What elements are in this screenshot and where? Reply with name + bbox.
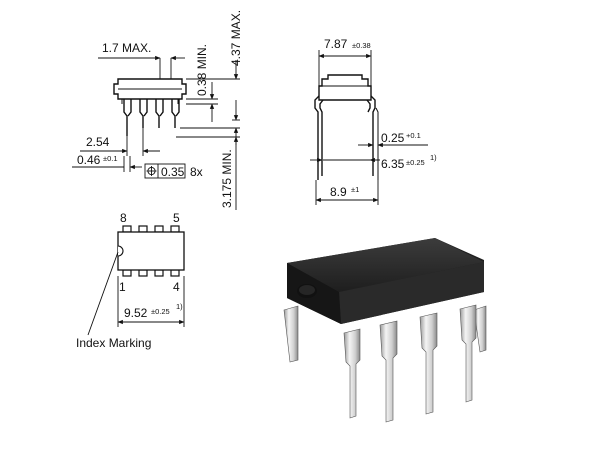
dim-0-46: 0.46 bbox=[77, 153, 101, 167]
dim-8-9: 8.9 bbox=[330, 185, 347, 199]
pin-5-label: 5 bbox=[173, 211, 180, 225]
dim-0-38-min: 0.38 MIN. bbox=[195, 44, 209, 96]
dim-8x: 8x bbox=[190, 165, 203, 179]
chip-top-face bbox=[287, 238, 484, 292]
dim-6-35: 6.35 bbox=[381, 157, 405, 171]
dim-0-46-tolerance: ±0.1 bbox=[103, 154, 118, 163]
side-view: 1.7 MAX. 0.38 MIN. 4.37 MAX. 3.175 MIN. … bbox=[72, 10, 243, 210]
front-pins bbox=[343, 304, 477, 423]
end-view: 7.87 ±0.38 0.25 +0.1 6.35 ±0.25 1) 8.9 ±… bbox=[310, 37, 437, 205]
dim-4-37-max: 4.37 MAX. bbox=[229, 10, 243, 66]
dim-2-54: 2.54 bbox=[86, 135, 110, 149]
dim-9-52-note: 1) bbox=[176, 302, 183, 311]
pin-4-label: 4 bbox=[173, 280, 180, 294]
back-pins bbox=[283, 305, 487, 363]
dim-9-52: 9.52 bbox=[124, 306, 148, 320]
dim-8-9-tolerance: ±1 bbox=[351, 185, 359, 194]
index-marking-label: Index Marking bbox=[76, 336, 151, 350]
dim-6-35-tolerance: ±0.25 bbox=[406, 158, 425, 167]
dim-0-35: 0.35 bbox=[161, 165, 185, 179]
dim-0-25-tolerance: +0.1 bbox=[406, 131, 421, 140]
dim-3-175-min: 3.175 MIN. bbox=[220, 149, 234, 208]
dim-9-52-tolerance: ±0.25 bbox=[151, 307, 170, 316]
dim-7-87-tolerance: ±0.38 bbox=[352, 41, 371, 50]
dim-0-25: 0.25 bbox=[381, 131, 405, 145]
top-view: 8 5 1 4 9.52 ±0.25 1) Index Marking bbox=[76, 211, 185, 350]
dim-7-87: 7.87 bbox=[324, 37, 348, 51]
dim-1-7-max: 1.7 MAX. bbox=[102, 41, 151, 55]
dim-6-35-note: 1) bbox=[430, 153, 437, 162]
dip8-chip-illustration bbox=[283, 238, 487, 423]
pin-8-label: 8 bbox=[120, 211, 127, 225]
pin-1-label: 1 bbox=[119, 280, 126, 294]
